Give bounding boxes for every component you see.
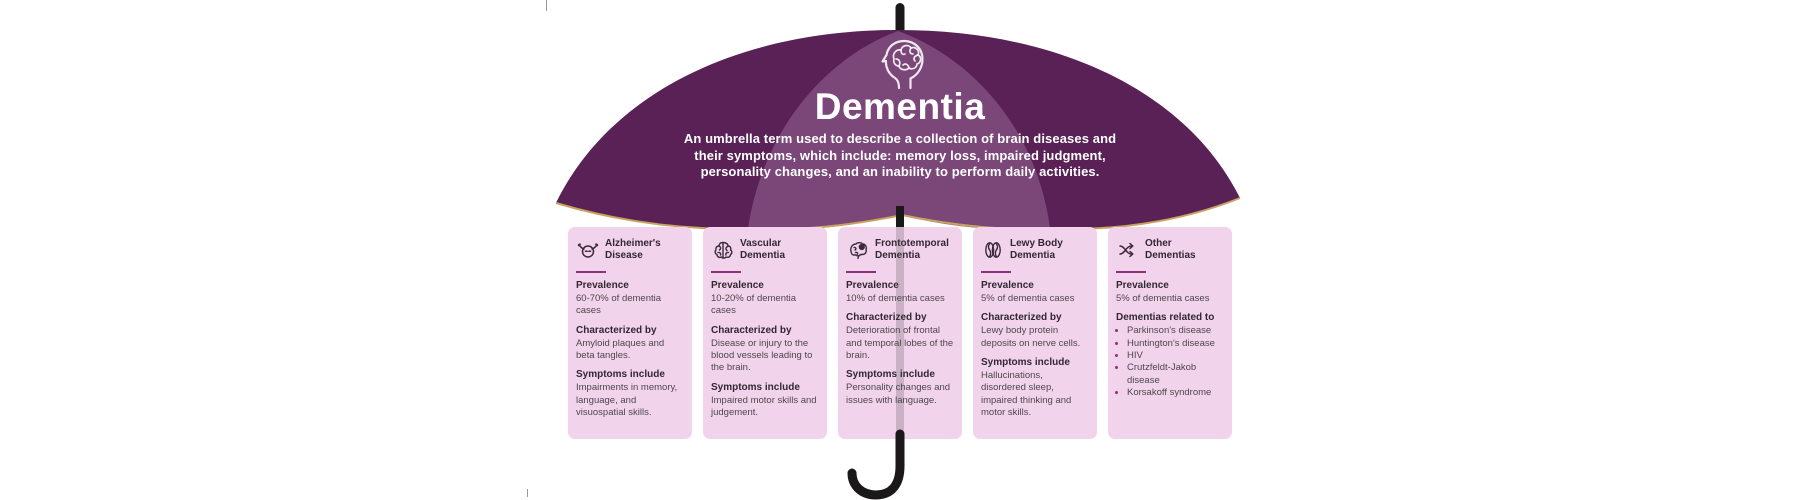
umbrella-subtitle: An umbrella term used to describe a coll… <box>0 131 1800 181</box>
list-item: Parkinson's disease <box>1127 325 1224 337</box>
section-body: Deterioration of frontal and temporal lo… <box>846 325 954 362</box>
card-alzheimers-disease: Alzheimer's Disease Prevalence 60-70% of… <box>568 227 692 439</box>
scan-artifact <box>546 0 547 11</box>
umbrella-title: Dementia <box>814 86 986 127</box>
brain-top-icon <box>985 242 1001 258</box>
head-brain-icon <box>881 39 924 90</box>
card-section: Prevalence 10-20% of dementia cases <box>711 280 819 318</box>
card-other-dementias: Other Dementias Prevalence 5% of dementi… <box>1108 227 1232 439</box>
title-divider <box>846 271 876 273</box>
section-body: Impairments in memory, language, and vis… <box>576 382 678 419</box>
title-divider <box>711 271 741 273</box>
section-body: 5% of dementia cases <box>1116 293 1210 304</box>
card-header: Lewy Body Dementia <box>981 237 1089 263</box>
list-item: Crutzfeldt-Jakob disease <box>1127 362 1224 387</box>
card-section: Symptoms include Personality changes and… <box>846 369 954 407</box>
confused-person-icon <box>577 243 599 258</box>
card-frontotemporal-dementia: Frontotemporal Dementia Prevalence 10% o… <box>838 227 962 439</box>
section-heading: Symptoms include <box>711 381 800 393</box>
card-header: Frontotemporal Dementia <box>846 237 954 263</box>
section-body: Personality changes and issues with lang… <box>846 382 951 406</box>
umbrella-subtitle-line: their symptoms, which include: memory lo… <box>694 147 1106 163</box>
section-heading: Symptoms include <box>846 369 935 381</box>
section-body: 5% of dementia cases <box>981 293 1075 304</box>
umbrella-pole-upper <box>896 206 904 229</box>
card-section: Characterized by Deterioration of fronta… <box>846 312 954 362</box>
umbrella-subtitle-line: An umbrella term used to describe a coll… <box>683 131 1117 146</box>
card-title: Alzheimer's Disease <box>605 237 661 261</box>
section-body: Lewy body protein deposits on nerve cell… <box>981 325 1081 349</box>
card-title: Vascular Dementia <box>740 237 786 261</box>
card-lewy-body-dementia: Lewy Body Dementia Prevalence 5% of deme… <box>973 227 1097 439</box>
card-header: Alzheimer's Disease <box>576 237 684 263</box>
section-body: 10-20% of dementia cases <box>711 293 797 317</box>
section-heading: Dementias related to <box>1116 312 1215 324</box>
list-item: Korsakoff syndrome <box>1127 387 1224 399</box>
card-section: Symptoms include Impairments in memory, … <box>576 369 684 419</box>
card-vascular-dementia: Vascular Dementia Prevalence 10-20% of d… <box>703 227 827 439</box>
title-divider <box>576 271 606 273</box>
card-section: Symptoms include Hallucinations, disorde… <box>981 357 1089 419</box>
section-heading: Prevalence <box>846 280 899 291</box>
umbrella-center-panel <box>748 31 1050 230</box>
section-heading: Prevalence <box>981 280 1034 291</box>
section-heading: Characterized by <box>981 312 1062 324</box>
brain-front-icon <box>714 241 733 259</box>
section-heading: Characterized by <box>846 312 927 324</box>
card-section: Prevalence 60-70% of dementia cases <box>576 280 684 318</box>
title-divider <box>981 271 1011 273</box>
list-item: HIV <box>1127 350 1224 362</box>
scan-artifact <box>527 489 528 497</box>
card-title: Other Dementias <box>1145 237 1196 261</box>
section-heading: Prevalence <box>711 280 764 291</box>
card-section: Symptoms include Impaired motor skills a… <box>711 382 819 420</box>
card-title: Frontotemporal Dementia <box>875 237 949 261</box>
title-divider <box>1116 271 1146 273</box>
section-body: Amyloid plaques and beta tangles. <box>576 337 665 362</box>
section-body: Impaired motor skills and judgement. <box>711 394 817 419</box>
related-dementias-list: Parkinson's disease Huntington's disease… <box>1116 325 1224 399</box>
section-body: Disease or injury to the blood vessels l… <box>711 337 813 374</box>
card-section: Characterized by Lewy body protein depos… <box>981 312 1089 350</box>
section-heading: Symptoms include <box>576 369 665 381</box>
card-header: Vascular Dementia <box>711 237 819 263</box>
section-heading: Characterized by <box>576 324 657 336</box>
card-section: Dementias related to Parkinson's disease… <box>1116 312 1224 399</box>
card-section: Prevalence 10% of dementia cases <box>846 280 954 305</box>
section-heading: Prevalence <box>576 280 629 291</box>
section-body: 10% of dementia cases <box>846 293 945 304</box>
section-body: Hallucinations, disordered sleep, impair… <box>981 370 1072 419</box>
section-heading: Symptoms include <box>981 357 1070 369</box>
card-section: Characterized by Disease or injury to th… <box>711 325 819 375</box>
card-section: Prevalence 5% of dementia cases <box>1116 280 1224 305</box>
card-title: Lewy Body Dementia <box>1010 237 1063 261</box>
umbrella-subtitle-line: personality changes, and an inability to… <box>700 164 1100 180</box>
card-section: Characterized by Amyloid plaques and bet… <box>576 325 684 363</box>
card-section: Prevalence 5% of dementia cases <box>981 280 1089 305</box>
section-heading: Characterized by <box>711 324 792 336</box>
section-body: 60-70% of dementia cases <box>576 293 662 317</box>
brain-side-icon <box>850 241 867 259</box>
list-item: Huntington's disease <box>1127 338 1224 350</box>
dementia-cards: Alzheimer's Disease Prevalence 60-70% of… <box>568 227 1232 439</box>
shuffle-arrows-icon <box>1119 242 1134 258</box>
umbrella-tip <box>895 3 905 38</box>
card-header: Other Dementias <box>1116 237 1224 263</box>
section-heading: Prevalence <box>1116 280 1169 291</box>
